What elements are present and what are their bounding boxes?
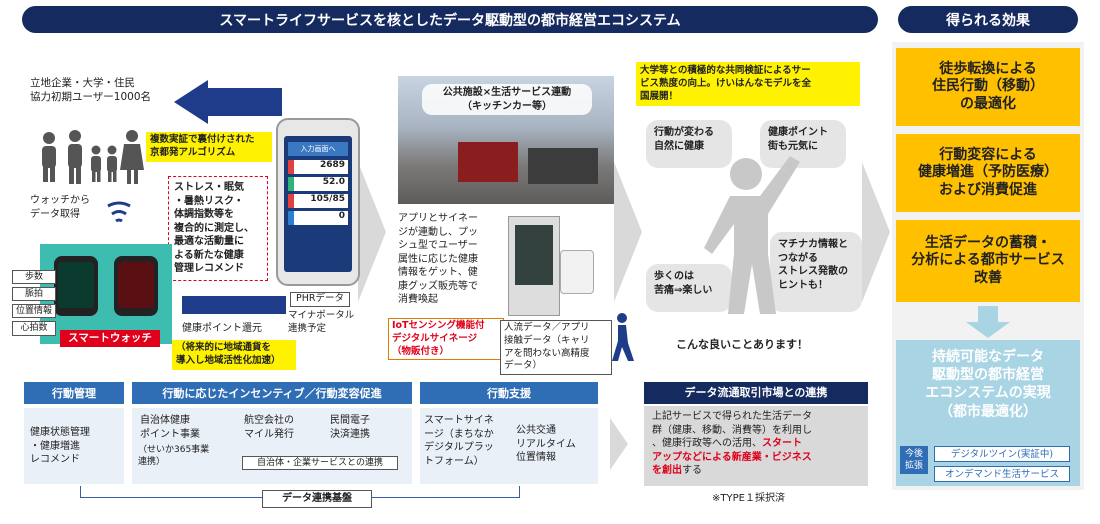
service-integration-label: 自治体・企業サービスとの連携	[242, 456, 398, 471]
seika365-text: （せいか365事業 連携）	[138, 445, 210, 468]
watch-label: 位置情報	[12, 304, 56, 319]
effects-title-banner: 得られる効果	[898, 6, 1078, 33]
return-arrow-bottom	[182, 296, 286, 314]
app-phone-icon	[560, 250, 594, 294]
flow-data-text: 人流データ／アプリ 接触データ（キャリ アを問わない高精度 データ）	[500, 320, 612, 376]
watch-data-text: ウォッチから データ取得	[30, 195, 90, 220]
small-arrow-icon	[610, 418, 628, 470]
main-title-banner: スマートライフサービスを核としたデータ駆動型の都市経営エコシステム	[22, 6, 878, 33]
incentive-cell	[132, 408, 412, 484]
effect-health: 行動変容による 健康増進（予防医療） および消費促進	[896, 134, 1080, 212]
algorithm-note: 複数実証で裏付けされた 京都発アルゴリズム	[146, 132, 272, 162]
people-icon	[42, 130, 144, 184]
final-effect-text: 持続可能なデータ 駆動型の都市経営 エコシステムの実現 （都市最適化）	[925, 349, 1051, 420]
e-payment-text: 民間電子 決済連携	[330, 415, 370, 440]
walking-person-icon	[612, 313, 634, 361]
speech-bubble: 行動が変わる 自然に健康	[646, 120, 732, 168]
phone-row: 2689	[288, 160, 348, 174]
return-arrow-icon	[174, 80, 282, 124]
effect-walking: 徒歩転換による 住民行動（移動） の最適化	[896, 48, 1080, 126]
phone-header: 入力画面へ	[288, 142, 348, 156]
type1-note: ※TYPE１採択済	[712, 493, 785, 504]
market-text-post: する	[682, 465, 702, 476]
iot-signage-label: IoTセンシング機能付 デジタルサイネージ （物販付き）	[388, 318, 504, 361]
future-expansion-label: 今後 拡張	[900, 446, 928, 475]
watch-label: 歩数	[12, 270, 56, 285]
phone-mockup: 入力画面へ 2689 52.0 105/85 0	[276, 118, 360, 286]
signage-text: アプリとサイネー ジが連動し、プッ シュ型でユーザー 属性に応じた健康 情報をゲ…	[398, 213, 478, 305]
watch-label: 脈拍	[12, 287, 56, 302]
stress-measurement-text: ストレス・眠気 ・暑熱リスク・ 体調指数等を 複合的に測定し、 最適な活動量に …	[168, 176, 268, 281]
behavior-mgmt-cell: 健康状態管理 ・健康増進 レコメンド	[24, 408, 124, 484]
data-platform-label: データ連携基盤	[262, 490, 372, 508]
happy-person-icon	[704, 156, 800, 314]
mynaportal-text: マイナポータル 連携予定	[288, 310, 355, 334]
speech-bubble: 歩くのは 苦痛⇒楽しい	[646, 264, 732, 312]
phone-row: 105/85	[288, 194, 348, 208]
down-arrow-head	[966, 322, 1010, 338]
watch-label: 心拍数	[12, 321, 56, 336]
arrow-chevron-3	[862, 162, 890, 302]
on-demand-pill: オンデマンド生活サービス	[934, 466, 1070, 482]
health-points-text: 健康ポイント還元	[182, 323, 262, 334]
smartwatch-photo	[40, 244, 172, 344]
university-collab-text: 大学等との積極的な共同検証によるサー ビス熟度の向上。けいはんなモデルを全 国展…	[636, 62, 860, 107]
airline-miles-text: 航空会社の マイル発行	[244, 415, 294, 440]
support-cell	[420, 408, 598, 484]
digital-twin-pill: デジタルツイン(実証中)	[934, 446, 1070, 462]
section-header-incentive: 行動に応じたインセンティブ／行動変容促進	[132, 382, 412, 404]
effect-data: 生活データの蓄積・ 分析による都市サービス 改善	[896, 220, 1080, 302]
public-transport-text: 公共交通 リアルタイム 位置情報	[516, 425, 576, 463]
municipal-points-text: 自治体健康 ポイント事業	[140, 415, 200, 440]
section-header-market: データ流通取引市場との連携	[644, 382, 868, 404]
smartwatch-label: スマートウォッチ	[60, 330, 160, 347]
phone-row: 0	[288, 211, 348, 225]
public-facility-title: 公共施設×生活サービス連動 （キッチンカー等）	[422, 84, 592, 115]
benefits-caption: こんな良いことあります！	[676, 338, 808, 351]
phone-row: 52.0	[288, 177, 348, 191]
speech-bubble: 健康ポイント 街も元気に	[760, 120, 846, 168]
section-header-behavior-mgmt: 行動管理	[24, 382, 124, 404]
speech-bubble: マチナカ情報と つながる ストレス発散の ヒントも！	[770, 232, 862, 312]
watch-label-list: 歩数 脈拍 位置情報 心拍数	[12, 270, 56, 336]
users-text: 立地企業・大学・住民 協力初期ユーザー1000名	[30, 77, 152, 104]
market-cell: 上記サービスで得られた生活データ 群（健康、移動、消費等）を利用し 、健康行政等…	[644, 406, 868, 486]
phr-data-label: PHRデータ	[290, 292, 350, 307]
wireless-signal-icon	[107, 201, 131, 223]
market-text-pre: 上記サービスで得られた生活データ 群（健康、移動、消費等）を利用し 、健康行政等…	[652, 411, 812, 449]
arrow-chevron-1	[358, 162, 386, 302]
local-currency-note: （将来的に地域通貨を 導入し地域活性化加速）	[172, 340, 296, 370]
digital-signage-photo	[508, 216, 560, 316]
section-header-support: 行動支援	[420, 382, 598, 404]
market-text-highlight: スタート アップなどによる新産業・ビジネス を創出	[652, 438, 812, 476]
down-arrow-icon	[978, 306, 998, 324]
smart-signage-text: スマートサイネ ージ（まちなか デジタルプラッ トフォーム）	[424, 415, 494, 467]
arrow-chevron-2	[614, 162, 642, 302]
